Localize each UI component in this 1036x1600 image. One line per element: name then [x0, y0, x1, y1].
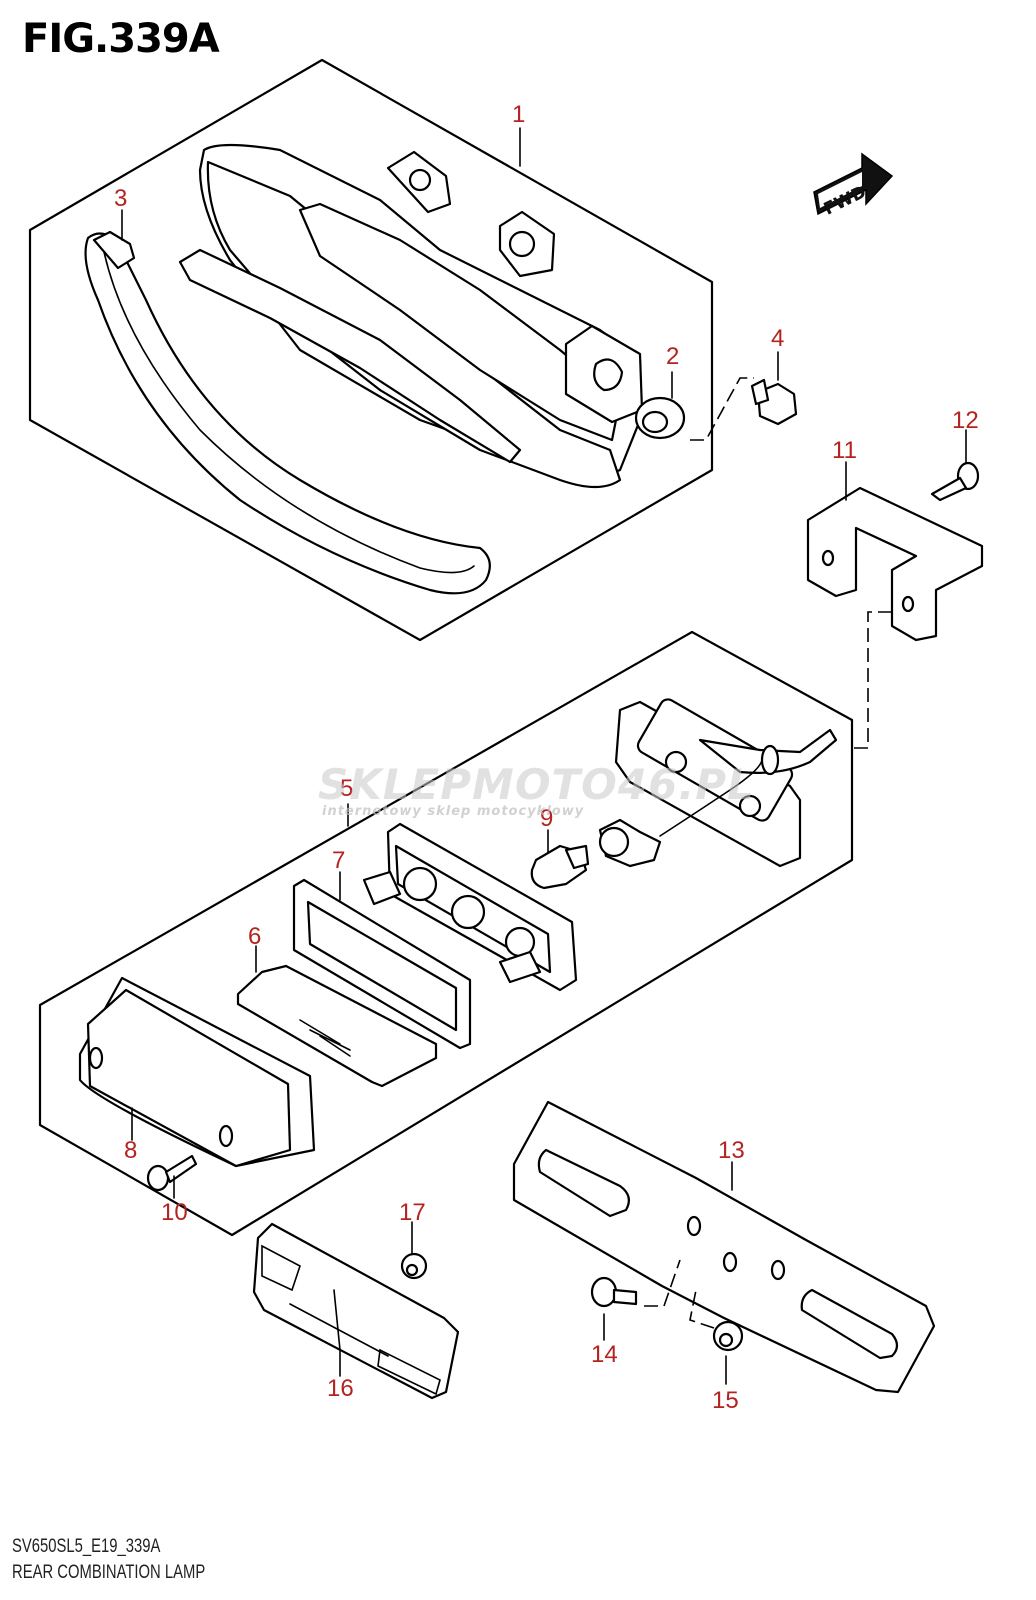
reflector-part — [252, 1222, 460, 1400]
callout-6: 6 — [248, 923, 261, 950]
screw-10-part — [146, 1154, 198, 1192]
callout-8: 8 — [124, 1137, 137, 1164]
callout-5: 5 — [340, 775, 353, 802]
lens-part — [236, 964, 438, 1088]
lamp-gasket-part — [292, 878, 472, 1050]
plate-bracket-part — [512, 1100, 936, 1394]
lamp-base-part — [614, 698, 838, 868]
figure-title: FIG.339A — [22, 16, 220, 62]
nut-15-part — [712, 1320, 744, 1352]
bracket-part — [806, 486, 984, 642]
callout-10: 10 — [161, 1199, 188, 1226]
socket-part — [598, 759, 763, 868]
lower-assembly-frame — [38, 630, 854, 1237]
screw-12-part — [930, 461, 980, 502]
grommet-part — [634, 396, 686, 440]
taillight-housing — [178, 143, 644, 489]
nut-17-part — [400, 1252, 428, 1280]
callout-3: 3 — [114, 185, 127, 212]
callout-16: 16 — [327, 1375, 354, 1402]
callout-14: 14 — [591, 1341, 618, 1368]
callout-11: 11 — [832, 437, 857, 464]
lamp-cover-part — [78, 976, 316, 1168]
bolt-part — [750, 378, 798, 426]
callout-9: 9 — [540, 805, 553, 832]
gasket-part — [84, 230, 491, 595]
watermark-logo: SKLEPMOTO46.PL — [318, 760, 755, 809]
callout-17: 17 — [399, 1199, 426, 1226]
bolt-14-part — [590, 1276, 638, 1308]
figure-name: REAR COMBINATION LAMP — [12, 1562, 206, 1583]
callout-15: 15 — [712, 1387, 739, 1414]
callout-12: 12 — [952, 407, 979, 434]
callout-4: 4 — [771, 325, 784, 352]
callout-2: 2 — [666, 343, 679, 370]
callout-7: 7 — [332, 847, 345, 874]
callout-1: 1 — [512, 101, 525, 128]
fwd-arrow-icon: FWD — [813, 152, 894, 220]
bulb-part — [530, 844, 590, 890]
watermark-tagline: internetowy sklep motocyklowy — [322, 804, 585, 819]
upper-assembly-frame — [28, 58, 714, 642]
lens-holder-part — [362, 822, 578, 992]
model-code: SV650SL5_E19_339A — [12, 1536, 161, 1557]
callout-13: 13 — [718, 1137, 745, 1164]
